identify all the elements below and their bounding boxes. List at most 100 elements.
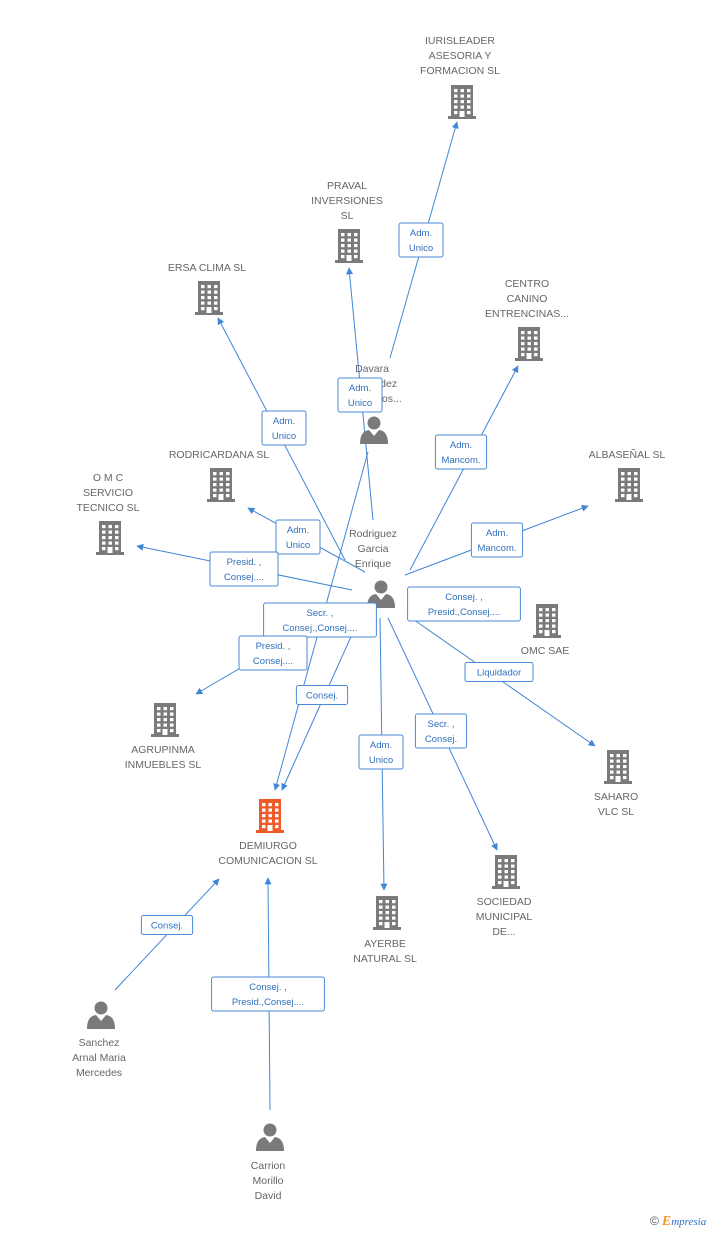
copyright-symbol: © (650, 1214, 659, 1228)
node-rodricardana[interactable]: RODRICARDANA SL (169, 449, 270, 502)
node-centro[interactable]: CENTRO CANINO ENTRENCINAS... (485, 278, 569, 361)
edge-label-text: Adm. (486, 528, 508, 539)
node-label-agrupinma: INMUEBLES SL (125, 759, 202, 771)
node-label-agrupinma: AGRUPINMA (131, 744, 195, 756)
edge-label-rodriguez-praval[interactable]: Adm. Unico (337, 377, 383, 413)
node-ersa[interactable]: ERSA CLIMA SL (168, 262, 246, 315)
node-label-omcsae: OMC SAE (521, 645, 569, 657)
edge-label-text: Consej. , (445, 592, 483, 603)
node-label-davara: Davara (355, 363, 389, 375)
edge-label-text: Consej. (151, 921, 183, 932)
node-label-omcservicio: SERVICIO (83, 487, 133, 499)
edge-label-text: Adm. (410, 228, 432, 239)
node-label-sanchez: Sanchez (79, 1037, 120, 1049)
node-label-iurisleader: FORMACION SL (420, 65, 500, 77)
edge-label-text: Unico (369, 755, 393, 766)
edge-label-text: Adm. (450, 440, 472, 451)
node-label-ayerbe: AYERBE (364, 938, 406, 950)
edge-label-text: Adm. (349, 383, 371, 394)
node-albasenal[interactable]: ALBASEÑAL SL (589, 448, 666, 502)
node-label-centro: CENTRO (505, 278, 549, 290)
edge-label-rodriguez-ayerbe[interactable]: Adm. Unico (358, 734, 404, 770)
edge-label-text: Adm. (287, 525, 309, 536)
node-label-rodriguez: Rodriguez (349, 528, 397, 540)
edge-label-rodriguez-rodricardana[interactable]: Adm.Unico (275, 519, 321, 555)
edge-label-text: Consej.... (253, 656, 293, 667)
edge-label-carrion-demiurgo[interactable]: Consej. ,Presid.,Consej.... (211, 976, 325, 1012)
building-icon (151, 703, 179, 737)
edge-label-rodriguez-sociedad[interactable]: Secr. , Consej. (414, 713, 468, 749)
edge-label-rodriguez-omcservicio[interactable]: Presid. , Consej.... (209, 551, 279, 587)
node-label-centro: CANINO (507, 293, 548, 305)
node-praval[interactable]: PRAVAL INVERSIONES SL (311, 180, 383, 263)
edge-label-text: Adm. (370, 740, 392, 751)
building-icon (96, 521, 124, 555)
node-label-saharo: VLC SL (598, 806, 634, 818)
node-iurisleader[interactable]: IURISLEADER ASESORIA Y FORMACION SL (420, 35, 500, 119)
node-label-ersa: ERSA CLIMA SL (168, 262, 246, 274)
edge-label-text: Mancom. (441, 455, 480, 466)
node-label-iurisleader: ASESORIA Y (429, 50, 492, 62)
edge-label-sanchez-demiurgo[interactable]: Consej. (140, 915, 194, 935)
edge-label-text: Presid. , (256, 641, 291, 652)
edge-label-rodriguez-demiurgo[interactable]: Secr. , Consej.,Consej.... (263, 602, 377, 638)
edge-label-text: Secr. , (428, 719, 455, 730)
node-label-rodriguez: Enrique (355, 558, 391, 570)
edge-label-text: Adm. (273, 416, 295, 427)
edge-label-rodriguez-saharo[interactable]: Liquidador (464, 662, 534, 682)
node-label-carrion: Carrion (251, 1160, 286, 1172)
edge-label-rodriguez-omcsae[interactable]: Consej. , Presid.,Consej.... (407, 586, 521, 622)
node-agrupinma[interactable]: AGRUPINMA INMUEBLES SL (125, 703, 202, 771)
edge-label-rodriguez-ersa[interactable]: Adm.Unico (261, 410, 307, 446)
node-label-sociedad: MUNICIPAL (476, 911, 533, 923)
edge-label-davara-demiurgo[interactable]: Consej. (295, 685, 349, 705)
edge-label-text: Consej.,Consej.... (283, 623, 358, 634)
edge-label-text: Presid.,Consej.... (428, 607, 500, 618)
edge-label-text: Unico (348, 398, 372, 409)
node-label-iurisleader: IURISLEADER (425, 35, 495, 47)
node-label-sanchez: Mercedes (76, 1067, 122, 1079)
building-icon (515, 327, 543, 361)
building-icon (533, 604, 561, 638)
node-label-centro: ENTRENCINAS... (485, 308, 569, 320)
edge-label-text: Consej.... (224, 572, 264, 583)
node-label-praval: INVERSIONES (311, 195, 383, 207)
edge-label-text: Unico (409, 243, 433, 254)
edge-label-text: Presid. , (227, 557, 262, 568)
edge-label-text: Consej. (306, 691, 338, 702)
node-label-sanchez: Arnal Maria (72, 1052, 126, 1064)
node-label-sociedad: SOCIEDAD (477, 896, 532, 908)
edge-label-rodriguez-centro[interactable]: Adm. Mancom. (434, 434, 488, 470)
node-omcsae[interactable]: OMC SAE (521, 604, 569, 657)
edge-label-text: Consej. (425, 734, 457, 745)
edge-label-rodriguez-agrupinma[interactable]: Presid. , Consej.... (238, 635, 308, 671)
node-sociedad[interactable]: SOCIEDADMUNICIPALDE... (476, 855, 533, 938)
brand-initial: E (661, 1214, 672, 1229)
node-label-praval: SL (341, 210, 354, 222)
building-icon (335, 229, 363, 263)
node-label-saharo: SAHARO (594, 791, 638, 803)
node-label-praval: PRAVAL (327, 180, 367, 192)
node-label-carrion: David (255, 1190, 282, 1202)
edge-label-rodriguez-albasenal[interactable]: Adm.Mancom. (470, 522, 524, 558)
building-icon (373, 896, 401, 930)
node-saharo[interactable]: SAHARO VLC SL (594, 750, 638, 818)
node-label-rodricardana: RODRICARDANA SL (169, 449, 270, 461)
building-icon (256, 799, 284, 833)
building-icon (207, 468, 235, 502)
edge-label-text: Secr. , (307, 608, 334, 619)
building-icon (448, 85, 476, 119)
empresia-watermark: ©Empresia (650, 1214, 724, 1232)
building-icon (492, 855, 520, 889)
edge-label-davara-iurisleader[interactable]: Adm. Unico (398, 222, 444, 258)
node-label-omcservicio: O M C (93, 472, 124, 484)
person-icon (87, 1001, 115, 1029)
edge-label-text: Presid.,Consej.... (232, 997, 304, 1008)
